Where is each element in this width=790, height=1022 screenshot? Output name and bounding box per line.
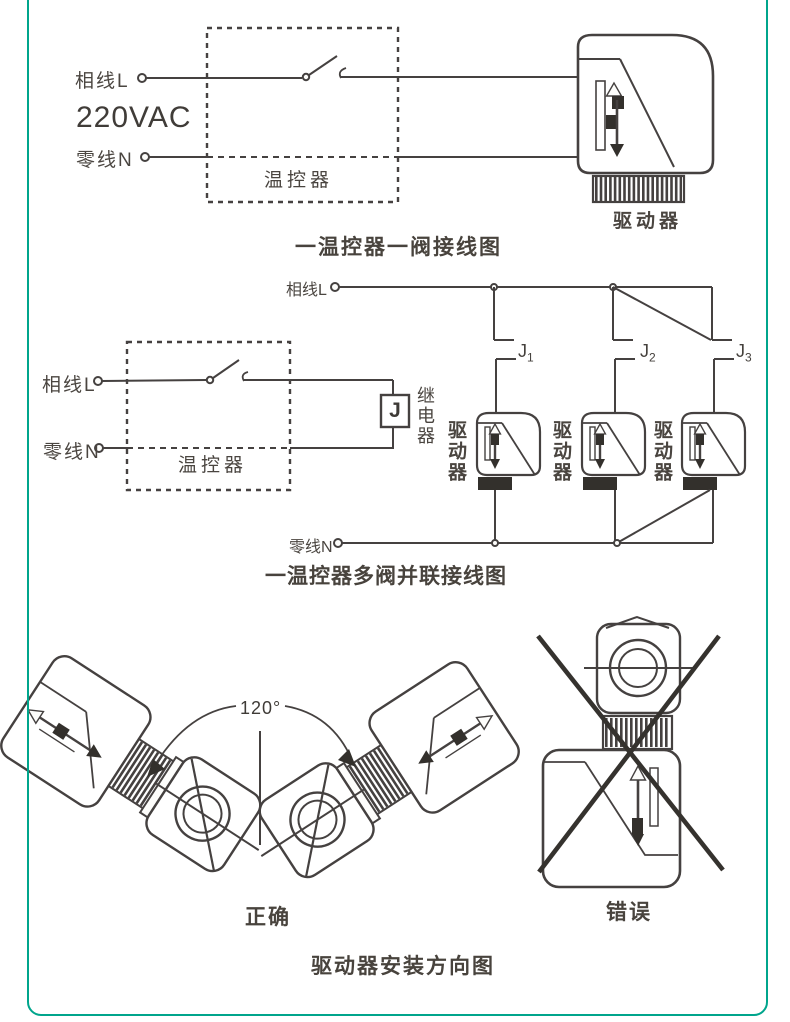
actuator-symbol-2 xyxy=(580,411,647,492)
d2-actuator-label-3: 驱动器 xyxy=(651,420,672,483)
contact-label-j3: J3 xyxy=(736,341,752,365)
thermostat-dashed-box xyxy=(125,340,292,492)
contact-label-j2: J2 xyxy=(640,341,656,365)
d2-live-rail-label: 相线L xyxy=(286,282,327,299)
relay-box xyxy=(379,393,411,429)
d3-correct-label: 正确 xyxy=(245,906,291,929)
d2-neutral-rail-label: 零线N xyxy=(289,539,333,556)
d2-caption: 一温控器多阀并联接线图 xyxy=(265,565,507,588)
diagram3-wrong-orientation xyxy=(536,615,725,889)
d1-neutral-label: 零线N xyxy=(76,150,134,171)
d1-live-label: 相线L xyxy=(75,71,130,92)
diagram2-actuators xyxy=(475,411,747,544)
arc-arrow-right-icon xyxy=(338,749,356,767)
contact-j2 xyxy=(612,287,635,413)
up-arrow-icon xyxy=(605,81,623,97)
switch-lever xyxy=(212,359,240,379)
d2-relay-label: 继电器 xyxy=(415,386,435,446)
d3-wrong-label: 错误 xyxy=(606,901,652,924)
contact-j1 xyxy=(493,287,516,413)
junction-dot xyxy=(491,539,499,547)
diagram2-thermostat-circuit xyxy=(93,340,411,492)
down-arrow-icon xyxy=(610,144,624,157)
diagram1-neutral-wire xyxy=(140,152,578,162)
d2-live-label: 相线L xyxy=(42,375,97,396)
d2-actuator-label-1: 驱动器 xyxy=(445,420,466,483)
d1-thermostat-label: 温控器 xyxy=(264,170,334,191)
d1-actuator-label: 驱动器 xyxy=(613,211,683,232)
diagram1-actuator-drawing xyxy=(576,33,715,204)
actuator-body xyxy=(541,748,682,889)
d3-angle-label: 120° xyxy=(238,698,284,719)
down-arrow-icon xyxy=(632,834,644,846)
d2-relay-symbol: J xyxy=(389,399,401,422)
d3-caption: 驱动器安装方向图 xyxy=(311,955,495,978)
d1-caption: 一温控器一阀接线图 xyxy=(295,236,502,259)
diagram2-live-rail-and-contacts xyxy=(330,282,734,413)
junction-dot xyxy=(613,539,621,547)
actuator-symbol-1 xyxy=(475,411,542,492)
switch-pivot xyxy=(301,72,311,82)
d1-voltage-label: 220VAC xyxy=(76,101,192,134)
angle-arc-left xyxy=(151,705,237,771)
contact-label-j1: J1 xyxy=(518,341,534,365)
prohibition-cross-icon xyxy=(536,634,725,874)
arc-arrow-left-icon xyxy=(147,759,165,777)
diagram2-neutral-rail xyxy=(333,538,713,548)
switch-pivot xyxy=(205,375,215,385)
valve-assembly-left xyxy=(0,651,291,900)
angle-arc-right xyxy=(284,705,353,761)
switch-lever xyxy=(308,55,338,76)
actuator-symbol-3 xyxy=(680,411,747,492)
d2-actuator-label-2: 驱动器 xyxy=(550,420,571,483)
contact-j3 xyxy=(612,286,734,413)
diagram3-correct-orientation xyxy=(0,651,524,906)
thermostat-dashed-box xyxy=(205,26,400,204)
d2-thermostat-label: 温控器 xyxy=(178,455,248,476)
d2-neutral-label: 零线N xyxy=(43,442,101,463)
valve-assembly-right xyxy=(229,657,524,906)
diagram1-live-wire xyxy=(137,55,578,83)
